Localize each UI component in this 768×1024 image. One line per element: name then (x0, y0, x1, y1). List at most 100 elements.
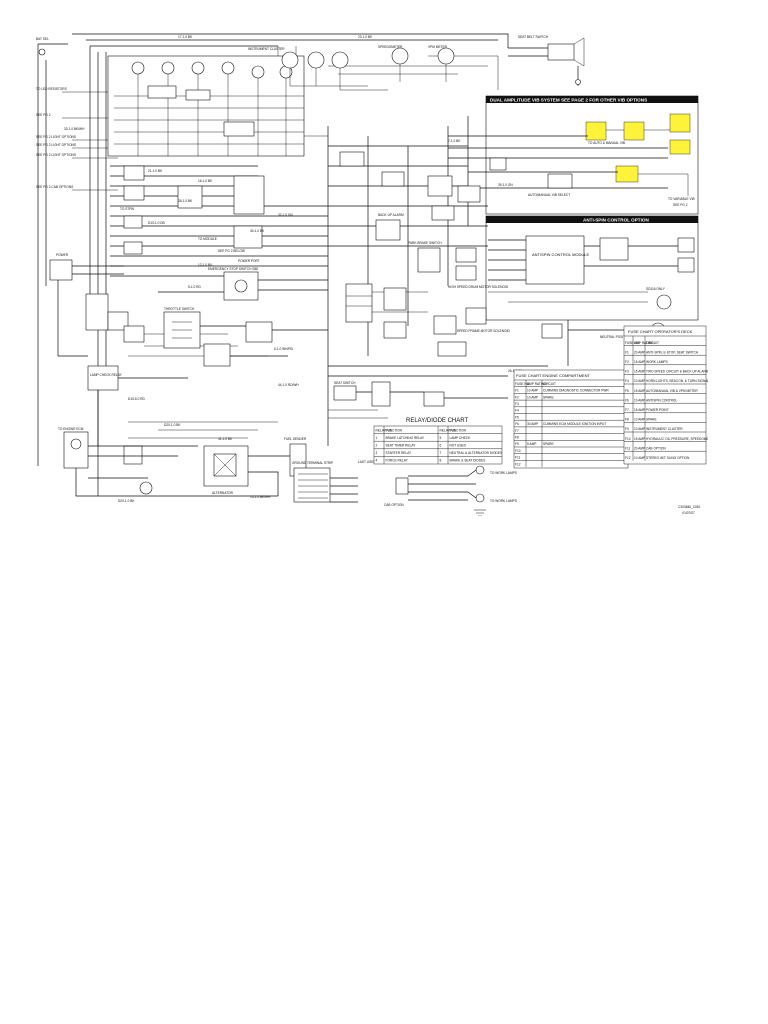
relay-chart-cell: FORCE RELAY (386, 459, 409, 463)
seat-switch-area: SEAT SWITCH (328, 381, 508, 419)
wire-label: 6-1.0 WH/RD (274, 347, 294, 351)
fuse-chart-cell: AMP RATING (527, 382, 547, 386)
fuse-chart-cell: F6 (515, 422, 519, 426)
anti-spin-section: ANTI-SPIN CONTROL OPTION ANTISPIN CONTRO… (485, 215, 699, 321)
drawing-number: C303486_C051 (678, 505, 701, 509)
instrument-cluster-label: INSTRUMENT CLUSTER (248, 47, 285, 51)
fuse-chart-cell: F9 (515, 442, 519, 446)
instrument-cluster: INSTRUMENT CLUSTER (107, 47, 305, 157)
left-callouts: BAT SEL TO LED RESISTORS SEE PG 2 SEE PG… (36, 37, 118, 191)
fuse-chart-cell: CIRCUIT (646, 341, 659, 345)
relay-chart-cell: SEAT TIMER RELAY (386, 444, 417, 448)
wire-label: 7-1.0 BK (448, 139, 461, 143)
svg-text:TO WORK LAMPS: TO WORK LAMPS (490, 499, 517, 503)
wire-label: D15-5.0 RD (128, 397, 146, 401)
emergency-stop: EMERGENCY STOP SWITCH S88 (158, 267, 328, 301)
svg-text:TO MODULE: TO MODULE (198, 237, 217, 241)
wire-label: 23-1.0 BK (358, 35, 373, 39)
wire-label: 44-1.0 RD/WH (278, 383, 299, 387)
fuse-chart-cell: 10 AMP (634, 456, 645, 460)
fuse-chart-cell: 10 AMP (634, 427, 645, 431)
svg-text:SEE PG 2 LIGHT OPTIONS: SEE PG 2 LIGHT OPTIONS (36, 143, 76, 147)
power-label: POWER (56, 253, 69, 257)
fuse-chart-cell: 10 AMP (527, 389, 538, 393)
lower-left-components: TO ENGINE ECM D20-1.0 BK (58, 421, 278, 503)
fuse-chart-cell: F9 (625, 427, 629, 431)
wire-label: 12-1.0 BU (198, 263, 213, 267)
wire-label: 39-1.0 GN (498, 183, 513, 187)
svg-text:SEE PG 2 LIGHT OPTIONS: SEE PG 2 LIGHT OPTIONS (36, 135, 76, 139)
lamp-check-relay-label: LAMP CHECK RELAY (90, 373, 123, 377)
fuse-chart-cell: SPARE (646, 418, 657, 422)
wire-label: 13-1.0 BK/WH (250, 495, 271, 499)
fuse-chart-cell: F7 (515, 429, 519, 433)
fuse-chart-cell: F12 (515, 462, 521, 466)
center-circuitry: PARK BRAKE SWITCH HIGH SPEED DRUM MOTOR … (327, 116, 548, 446)
svg-text:AUTO/MANUAL VIB SELECT: AUTO/MANUAL VIB SELECT (528, 193, 570, 197)
fuse-chart-cell: POWER POINT (646, 408, 669, 412)
park-brake-switch-label: PARK BRAKE SWITCH (408, 241, 442, 245)
fuse-chart-cell: F1 (515, 389, 519, 393)
relay-chart-cell: 4 (376, 459, 378, 463)
relay-chart-cell: 8 (440, 459, 442, 463)
fuse-chart-cell: 10 AMP (634, 398, 645, 402)
sd116-only-label: SD116 ONLY (646, 287, 666, 291)
fuse-chart-cell: F8 (515, 436, 519, 440)
svg-text:SEE PG 2: SEE PG 2 (36, 113, 51, 117)
wire-label: 33-1.0 BK/WH (64, 127, 85, 131)
svg-text:SEE PG 2 LIGHT OPTIONS: SEE PG 2 LIGHT OPTIONS (36, 153, 76, 157)
fuse-chart-cell: CUMMINS ECM MODULE IGNITION INPUT (543, 422, 606, 426)
antispin-module-label: ANTISPIN CONTROL MODULE (532, 252, 590, 257)
svg-text:TO AUTO & MANUAL VIB: TO AUTO & MANUAL VIB (588, 141, 625, 145)
fuse-chart-cell: CAB OPTION (646, 446, 666, 450)
fuse-chart-cell: ANTISPIN CONTROL (646, 398, 677, 402)
fuse-chart-cell: F3 (625, 370, 629, 374)
fuse-chart-cell: STEREO W/T SLING OPTION (646, 456, 690, 460)
fuse-chart-cell: 10 AMP (634, 418, 645, 422)
seat-belt-switch: SEAT BELT SWITCH (508, 35, 585, 86)
wiring-schematic: BAT SEL TO LED RESISTORS SEE PG 2 SEE PG… (36, 33, 708, 516)
fuse-chart-cell: FUSE NO. (515, 382, 530, 386)
see-pg2-label: SEE PG 2 (673, 203, 688, 207)
fuse-chart-cell: 10 AMP (527, 395, 538, 399)
relay-chart-cell: 1 (376, 436, 378, 440)
fuse-chart-cell: 5 AMP (527, 442, 536, 446)
fuse-chart-cell: F5 (625, 389, 629, 393)
svg-text:SEE PG 2 CAB OPTIONS: SEE PG 2 CAB OPTIONS (36, 185, 73, 189)
fuse-chart-cell: F11 (625, 446, 630, 450)
relay-chart-cell: 6 (440, 444, 442, 448)
throttle-switch-label: THROTTLE SWITCH (164, 307, 195, 311)
wire-label: 17-1.0 BK (178, 35, 193, 39)
fuse-chart-cell: 30 AMP (527, 422, 538, 426)
fuse-chart-operator: FUSE CHART OPERATOR'S DECK FUSE NO.AMP R… (623, 325, 708, 465)
back-up-alarm-label: BACK UP ALARM (378, 213, 404, 217)
alternator-label: ALTERNATOR (212, 491, 234, 495)
relay-chart-cell: NOT USED (450, 444, 467, 448)
fuse-chart-cell: F7 (625, 408, 629, 412)
throttle-switch: THROTTLE SWITCH (163, 307, 328, 367)
wire-label: 28-1.0 BK (178, 199, 193, 203)
svg-text:TO LED RESISTORS: TO LED RESISTORS (36, 87, 67, 91)
fuse-chart-cell: INSTRUMENT CLUSTER (646, 427, 683, 431)
fuse-chart-cell: F2 (625, 360, 629, 364)
high-speed-drum-label: HIGH SPEED DRUM MOTOR SOLENOID (448, 285, 509, 289)
wire-label: 32-1.0 GN (278, 213, 293, 217)
neutral-position-label: NEUTRAL POSITION (600, 335, 632, 339)
relay-chart-cell: BRAKE & SEAT DIODES (450, 459, 486, 463)
relay-chart-cell: 3 (376, 451, 378, 455)
fuse-chart-cell: F1 (625, 350, 629, 354)
svg-text:TO ENGINE ECM: TO ENGINE ECM (58, 427, 84, 431)
power-block: POWER LAMP CHECK RELAY (49, 253, 268, 446)
fuse-chart-cell: F12 (625, 456, 631, 460)
fuse-chart-cell: FUSE NO. (625, 341, 640, 345)
dual-amplitude-title: DUAL AMPLITUDE VIB SYSTEM SEE PAGE 2 FOR… (490, 98, 647, 103)
emergency-stop-label: EMERGENCY STOP SWITCH S88 (208, 267, 258, 271)
ground-terminal-label: GROUND TERMINAL STRIP (292, 461, 333, 465)
fuse-chart-cell: F6 (625, 398, 629, 402)
fuse-chart-cell: HYDRAULIC OIL PRESSURE, SPEEDOMETER (646, 437, 708, 441)
to-work-lamps-label: TO WORK LAMPS (490, 471, 517, 475)
wire-label: D20-1.0 BK (164, 423, 181, 427)
relay-chart-cell: NEUTRAL & ALTERNATOR DIODES (450, 451, 502, 455)
fuse-chart-cell: 20 AMP (634, 446, 645, 450)
relay-chart-cell: 5 (440, 436, 442, 440)
